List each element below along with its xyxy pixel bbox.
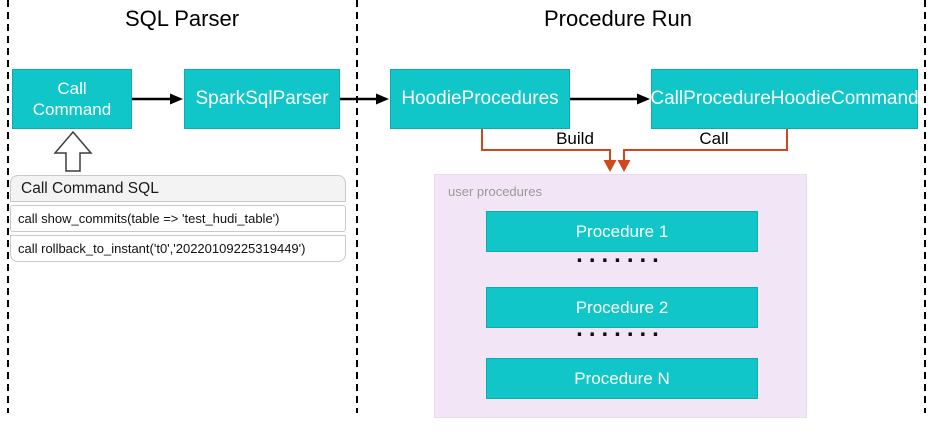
arrow-hoodieprocedures-to-callprocedure bbox=[570, 93, 650, 105]
node-spark-sql-parser: SparkSqlParser bbox=[184, 69, 340, 129]
user-procedures-label: user procedures bbox=[448, 184, 542, 199]
connector-build bbox=[481, 129, 617, 172]
arrow-sparksqlparser-to-hoodieprocedures bbox=[340, 93, 389, 105]
call-command-sql-table: Call Command SQL call show_commits(table… bbox=[10, 175, 346, 262]
hollow-up-arrow bbox=[53, 130, 93, 172]
ellipsis-dots: ....... bbox=[576, 315, 665, 342]
sql-example-row: call show_commits(table => 'test_hudi_ta… bbox=[10, 205, 346, 232]
sql-example-row: call rollback_to_instant('t0','202201092… bbox=[10, 235, 346, 262]
node-procedure-n: Procedure N bbox=[486, 358, 758, 399]
node-call-procedure-hoodie-command: CallProcedureHoodieCommand bbox=[650, 69, 919, 129]
node-procedure-2: Procedure 2 bbox=[486, 287, 758, 328]
section-title-sql-parser: SQL Parser bbox=[124, 6, 240, 31]
edge-label-call: Call bbox=[699, 129, 729, 148]
ellipsis-dots: ....... bbox=[576, 241, 665, 268]
section-title-procedure-run: Procedure Run bbox=[544, 6, 692, 31]
node-hoodie-procedures: HoodieProcedures bbox=[390, 69, 570, 129]
node-call-command: Call Command bbox=[12, 69, 132, 129]
node-procedure-1: Procedure 1 bbox=[486, 211, 758, 252]
edge-label-build: Build bbox=[556, 129, 594, 148]
arrow-callcommand-to-sparksqlparser bbox=[132, 93, 183, 105]
user-procedures-panel: user procedures Procedure 1 ....... Proc… bbox=[434, 174, 807, 418]
sql-table-header: Call Command SQL bbox=[10, 175, 346, 202]
